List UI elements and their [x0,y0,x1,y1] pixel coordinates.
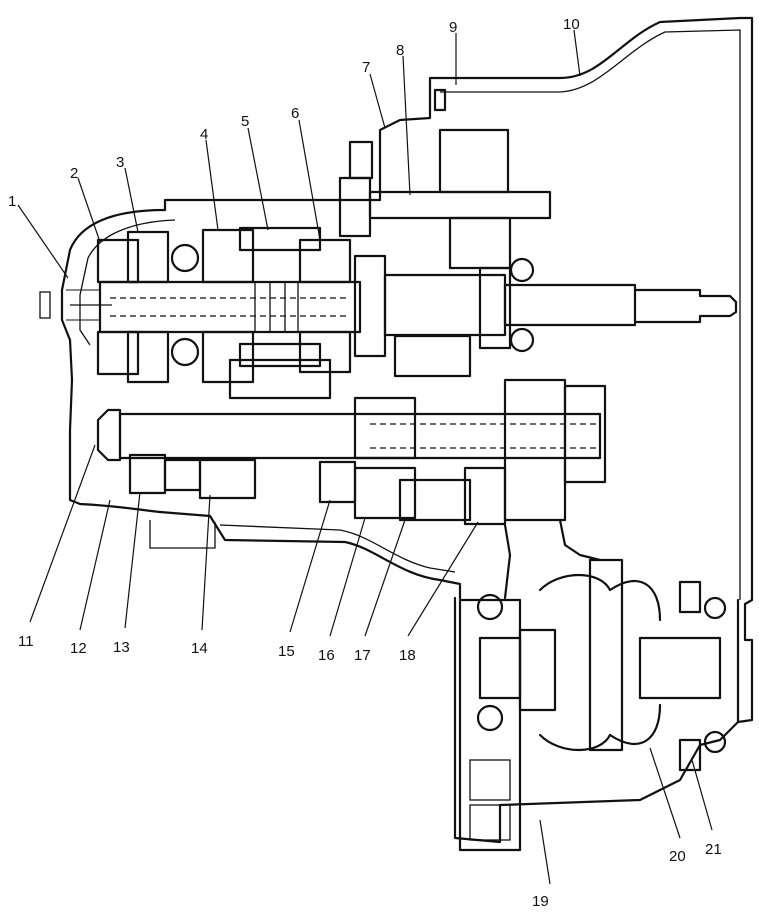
input-shaft [39,280,362,334]
callout-2: 2 [70,165,78,182]
callout-15: 15 [278,643,295,660]
main-case-outline [163,86,432,212]
input-gears [96,226,352,400]
callout-16: 16 [318,647,335,664]
case-lower-outline [158,510,462,602]
callout-19: 19 [532,893,549,910]
reverse-idler-shaft [338,88,552,270]
case-web [503,518,602,600]
end-cover-outline [60,208,167,514]
callout-11: 11 [18,633,34,650]
bell-housing-outline [428,16,754,724]
callout-9: 9 [449,19,457,36]
callout-8: 8 [396,42,404,59]
callout-14: 14 [191,640,208,657]
callout-17: 17 [354,647,371,664]
bell-housing-inner [440,29,741,600]
output-shaft [353,254,738,378]
callout-13: 13 [113,639,130,656]
case-rib [149,520,216,549]
callout-10: 10 [563,16,580,33]
callout-4: 4 [200,126,208,143]
callout-labels: 1 2 3 4 5 6 7 8 9 10 11 12 13 14 15 16 1… [8,16,722,910]
counter-shaft [96,378,607,526]
callout-5: 5 [241,113,249,130]
end-cover-inner [79,219,176,346]
leader-lines [17,29,713,885]
callout-3: 3 [116,154,124,171]
callout-7: 7 [362,59,370,76]
callout-21: 21 [705,841,722,858]
differential-assembly [453,558,740,852]
callout-6: 6 [291,105,299,122]
callout-1: 1 [8,193,16,210]
callout-20: 20 [669,848,686,865]
callout-12: 12 [70,640,87,657]
case-lower-inner [219,524,456,573]
callout-18: 18 [399,647,416,664]
